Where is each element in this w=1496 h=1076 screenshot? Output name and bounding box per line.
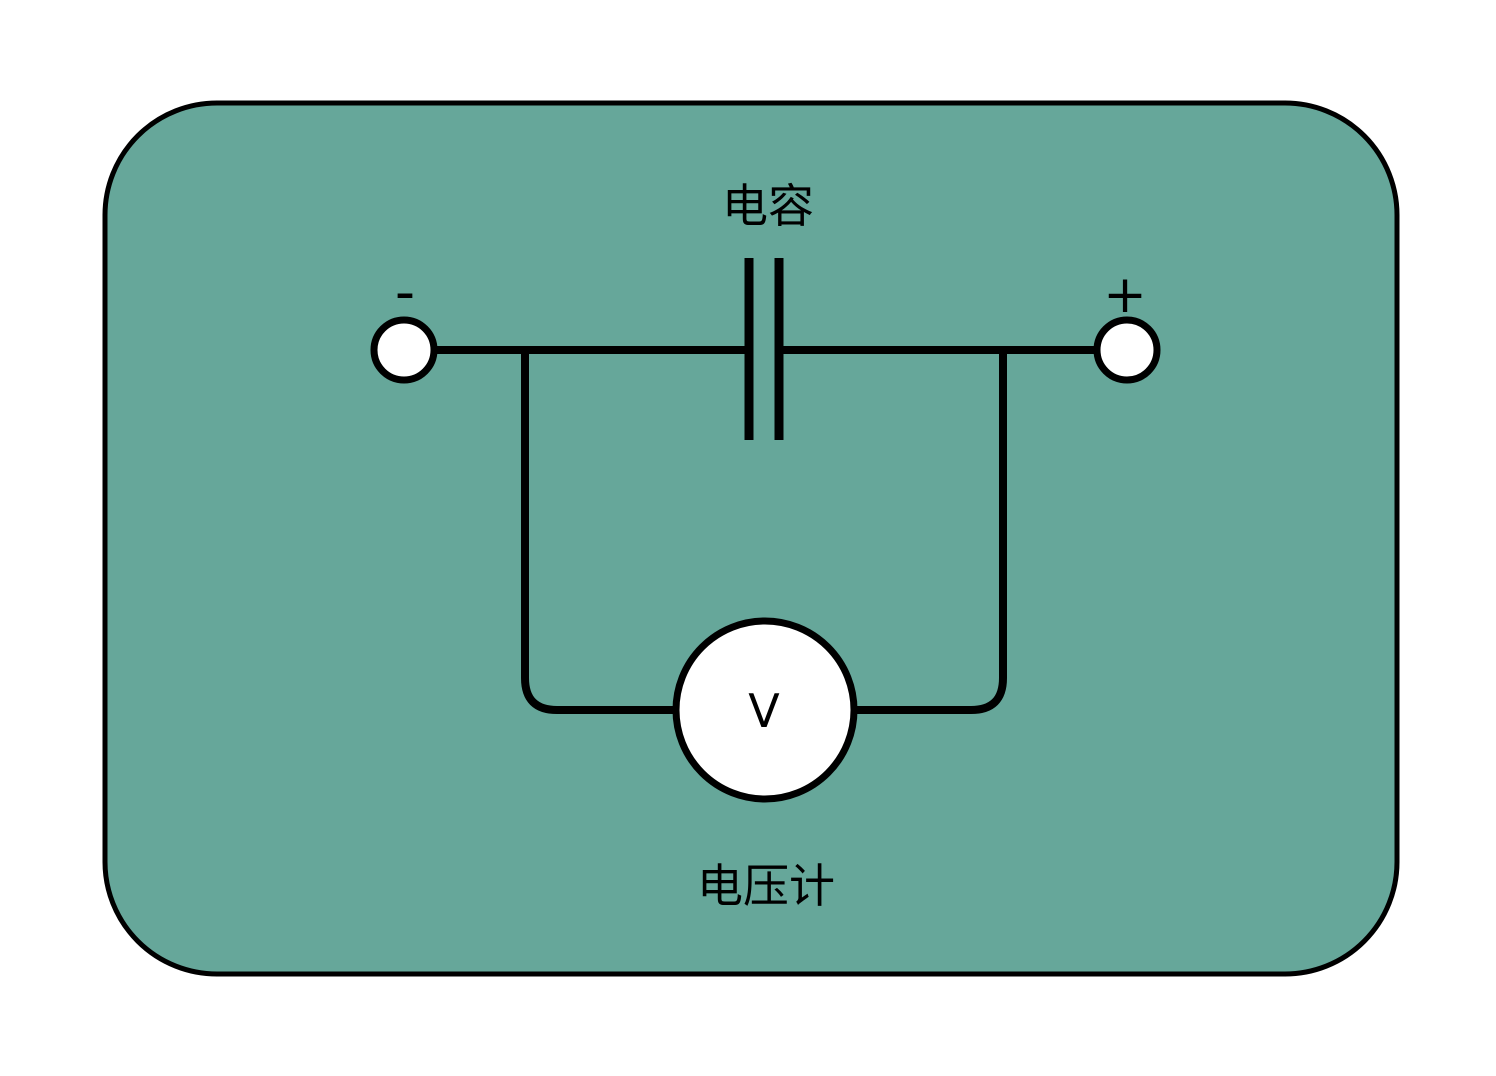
voltmeter-label: 电压计 (697, 859, 835, 913)
capacitor-label: 电容 (722, 179, 814, 233)
voltmeter-circle (672, 617, 858, 803)
wire-branch-left (521, 350, 765, 714)
negative-terminal (370, 316, 438, 384)
voltmeter-letter: V (748, 684, 780, 738)
negative-sign-label: - (395, 260, 415, 325)
positive-sign-label: + (1103, 265, 1147, 325)
circuit-panel (102, 100, 1400, 977)
positive-terminal (1093, 316, 1161, 384)
wire-branch-right (765, 350, 1007, 714)
capacitor-symbol (744, 258, 784, 440)
